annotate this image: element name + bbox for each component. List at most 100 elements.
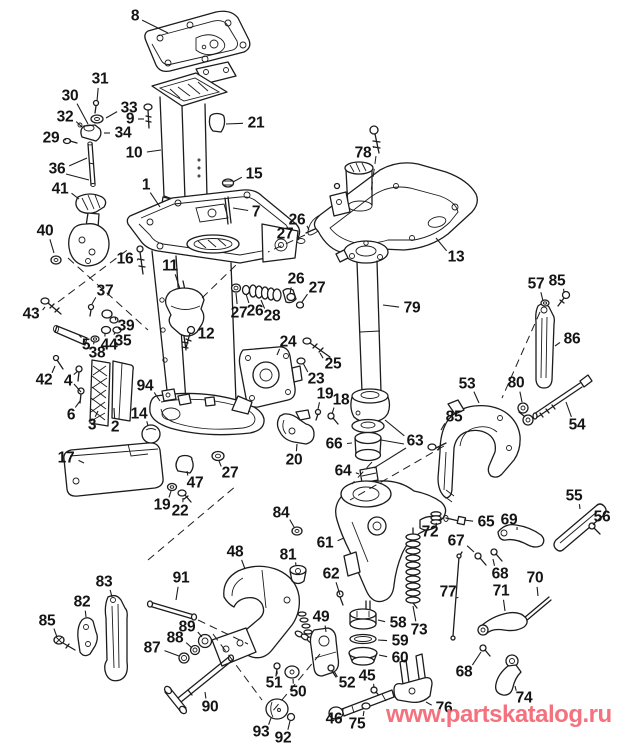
leader-line: [290, 287, 291, 294]
leader-line: [383, 305, 399, 307]
leader-line: [233, 177, 242, 182]
part-number-8: 8: [131, 8, 140, 25]
part-number-26: 26: [247, 303, 264, 320]
leader-line: [467, 546, 474, 552]
part-number-54: 54: [569, 417, 586, 434]
leader-line: [537, 587, 538, 596]
leader-line: [269, 718, 271, 725]
part-number-57: 57: [528, 276, 545, 293]
part-number-89: 89: [179, 619, 196, 636]
part-number-26: 26: [289, 212, 306, 229]
leader-line: [242, 560, 245, 569]
part-number-3: 3: [88, 417, 97, 434]
leader-line: [142, 20, 168, 33]
part-number-11: 11: [162, 258, 178, 275]
part-number-93: 93: [253, 724, 270, 741]
tilt-lever-71: [478, 613, 527, 635]
part-number-31: 31: [92, 71, 109, 88]
nut-40: [51, 256, 61, 264]
swivel-plate-76: [394, 654, 432, 702]
part-number-69: 69: [501, 512, 518, 529]
part-number-4: 4: [64, 373, 73, 390]
exhaust-gasket: [145, 11, 250, 71]
part-number-85: 85: [39, 613, 56, 630]
leader-line: [226, 123, 243, 124]
leader-line: [288, 721, 290, 730]
thru-bolt-54: [533, 375, 592, 419]
part-number-10: 10: [126, 145, 143, 162]
part-number-20: 20: [286, 452, 303, 469]
link-rod-91: [148, 601, 197, 620]
release-lever-82: [78, 618, 97, 656]
anode-21: [209, 114, 224, 133]
leader-line: [472, 652, 481, 665]
leader-line: [50, 239, 54, 253]
leader-line: [318, 402, 320, 409]
leader-line: [464, 520, 473, 521]
part-number-50: 50: [290, 684, 307, 701]
leader-line: [379, 655, 387, 657]
leader-line: [303, 363, 308, 372]
spring-72-bolt-65: [431, 512, 466, 525]
leader-line: [154, 392, 160, 401]
leader-line: [441, 423, 445, 430]
leader-line: [296, 444, 297, 451]
stud-16: [137, 246, 145, 274]
part-number-91: 91: [173, 570, 190, 587]
part-number-55: 55: [566, 488, 583, 505]
leader-line: [363, 711, 364, 716]
leader-line: [77, 104, 88, 124]
screw-9: [144, 104, 152, 128]
grommet-81: [290, 566, 306, 584]
tilt-lock-rod-90: [163, 655, 233, 715]
screws-18-19: [316, 410, 339, 425]
part-number-84: 84: [273, 505, 290, 522]
washer-23: [297, 358, 305, 364]
leader-line: [79, 335, 81, 338]
leader-line: [114, 408, 115, 418]
leader-line: [76, 122, 82, 127]
part-number-48: 48: [227, 544, 244, 561]
leader-line: [334, 671, 337, 677]
screw-12: [186, 327, 195, 349]
part-number-94: 94: [137, 378, 154, 395]
spring-73: [406, 528, 420, 608]
part-number-2: 2: [111, 419, 119, 436]
part-number-46: 46: [326, 711, 343, 728]
part-number-82: 82: [74, 594, 91, 611]
leader-line: [541, 292, 543, 301]
washers-87-88-89: [179, 635, 212, 664]
part-number-86: 86: [564, 331, 581, 348]
part-number-32: 32: [57, 109, 74, 126]
transom-thumbscrew: [329, 690, 394, 719]
part-number-73: 73: [411, 622, 428, 639]
link-rod-77: [451, 552, 462, 640]
extra-leader-lines: [66, 174, 406, 468]
part-number-27: 27: [231, 305, 248, 322]
part-number-47: 47: [187, 475, 204, 492]
part-number-72: 72: [422, 524, 439, 541]
link-strap-86: [536, 304, 555, 388]
shift-rod-parts: [54, 305, 122, 370]
part-number-30: 30: [62, 88, 79, 105]
leader-line: [54, 629, 57, 637]
leader-line: [593, 523, 594, 525]
swivel-housing: [336, 481, 446, 615]
pin-36: [88, 142, 95, 187]
part-number-59: 59: [392, 633, 409, 650]
leader-line: [378, 640, 387, 641]
seal-grommet: [90, 360, 133, 426]
bellows-assembly: [232, 284, 304, 308]
part-number-81: 81: [280, 547, 297, 564]
part-number-65: 65: [478, 514, 495, 531]
rod-70: [522, 597, 551, 621]
screw-29: [64, 139, 78, 144]
part-number-9: 9: [126, 111, 135, 128]
nut-15: [223, 179, 234, 187]
leader-line: [92, 297, 96, 304]
part-number-28: 28: [264, 308, 281, 325]
leader-line: [356, 473, 359, 474]
leader-line: [338, 538, 344, 541]
part-number-1: 1: [142, 177, 151, 194]
